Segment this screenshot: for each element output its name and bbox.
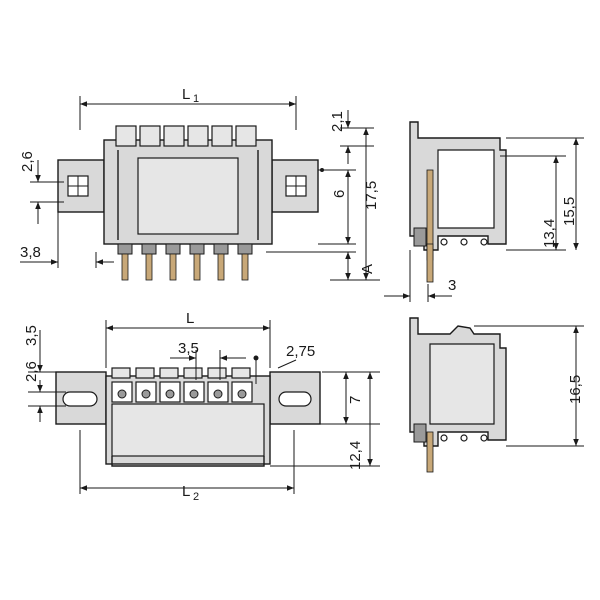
- dim-label-L2-subscript: 2: [193, 491, 199, 503]
- dim-label-2-75: 2,75: [286, 343, 315, 360]
- top-side-view: 13,4 15,5 3: [384, 121, 584, 302]
- dim-label-L1: L: [182, 86, 190, 103]
- dim-label-13-4: 13,4: [541, 219, 558, 248]
- dim-label-17-5: 17,5: [363, 181, 380, 210]
- dim-label-2-6-bottom: 2,6: [23, 361, 40, 382]
- latch-row: [115, 125, 257, 147]
- dim-label-3-8: 3,8: [20, 244, 41, 261]
- dim-label-12-4: 12,4: [347, 441, 364, 470]
- right-slot: [278, 391, 312, 407]
- dim-label-3: 3: [448, 277, 456, 294]
- dim-label-L: L: [186, 310, 194, 327]
- dim-label-pitch-3-5: 3,5: [178, 340, 199, 357]
- left-slot: [62, 391, 98, 407]
- pin-row: [117, 243, 253, 281]
- dim-label-L2: L: [182, 483, 190, 500]
- dim-label-2-1: 2,1: [329, 111, 346, 132]
- housing-face: [137, 157, 239, 235]
- side-plug-pin: [426, 431, 434, 473]
- dim-label-2-6-top: 2,6: [19, 151, 36, 172]
- dim-label-3-5-left: 3,5: [23, 325, 40, 346]
- dim-label-16-5: 16,5: [567, 375, 584, 404]
- contact-openings: [111, 381, 253, 403]
- dim-label-6: 6: [331, 190, 348, 198]
- bottom-side-view: 16,5: [409, 317, 584, 473]
- dim-label-L1-subscript: 1: [193, 93, 199, 105]
- dim-label-A: A: [359, 264, 376, 274]
- dim-label-15-5: 15,5: [561, 197, 578, 226]
- bottom-front-view: L 3,5 2,75 3,5 2,6 7 12,4: [23, 310, 380, 503]
- top-front-view: L 1 2,1 17,5 6 A 2,6 3,8: [19, 86, 380, 281]
- dim-label-7: 7: [347, 396, 364, 404]
- latch-ridges: [111, 367, 251, 379]
